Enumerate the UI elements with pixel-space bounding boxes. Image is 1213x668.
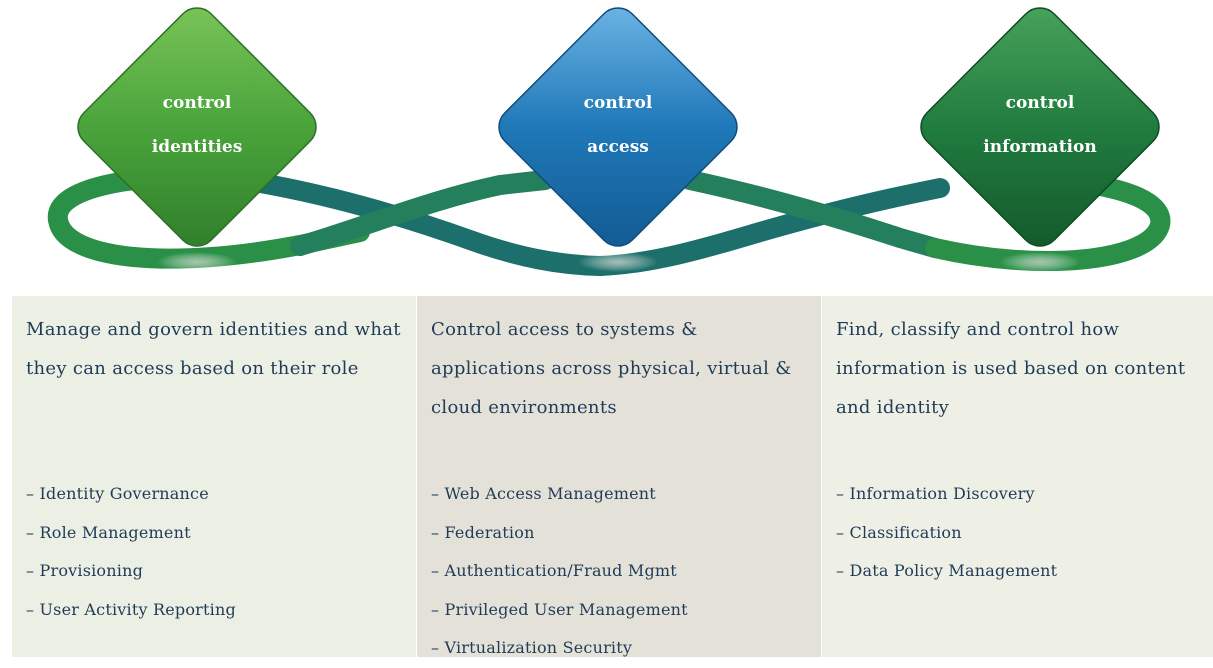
- panel-description: Manage and govern identities and what th…: [26, 319, 401, 379]
- pillar-title-line1: control: [163, 93, 232, 113]
- list-item: Provisioning: [26, 552, 402, 591]
- pillar-title-line2: identities: [152, 137, 243, 157]
- capability-list: Information Discovery Classification Dat…: [836, 475, 1199, 591]
- list-item: Role Management: [26, 514, 402, 553]
- capability-list: Identity Governance Role Management Prov…: [26, 475, 402, 629]
- panel-identities: Manage and govern identities and what th…: [12, 296, 416, 657]
- loop-strand-right-up: [680, 170, 945, 258]
- list-item: Information Discovery: [836, 475, 1199, 514]
- list-item: Virtualization Security: [431, 629, 807, 668]
- diamond-shadow: [1000, 252, 1080, 272]
- panel-information: Find, classify and control how informati…: [822, 296, 1213, 657]
- list-item: Authentication/Fraud Mgmt: [431, 552, 807, 591]
- pillar-title-line2: information: [983, 137, 1096, 157]
- loop-strand-left-up: [290, 170, 555, 256]
- list-item: Data Policy Management: [836, 552, 1199, 591]
- diamond-shadow: [578, 252, 658, 272]
- list-item: Federation: [431, 514, 807, 553]
- diamond-shape: [498, 7, 738, 247]
- panel-description: Control access to systems & applications…: [431, 319, 792, 418]
- pillar-control-access: control access: [498, 7, 738, 247]
- diamond-shape: [77, 7, 317, 247]
- pillar-control-information: control information: [920, 7, 1160, 247]
- capability-list: Web Access Management Federation Authent…: [431, 475, 807, 668]
- list-item: Web Access Management: [431, 475, 807, 514]
- list-item: Identity Governance: [26, 475, 402, 514]
- diamond-shape: [920, 7, 1160, 247]
- pillar-title-line1: control: [584, 93, 653, 113]
- diamond-shadow: [157, 252, 237, 272]
- panel-description: Find, classify and control how informati…: [836, 319, 1186, 418]
- list-item: User Activity Reporting: [26, 591, 402, 630]
- panel-access: Control access to systems & applications…: [417, 296, 821, 657]
- list-item: Classification: [836, 514, 1199, 553]
- three-pillar-loop-diagram: control identities control access contro…: [47, 7, 1171, 276]
- list-item: Privileged User Management: [431, 591, 807, 630]
- pillar-title-line2: access: [587, 137, 649, 157]
- loop-strand-left-down: [245, 172, 610, 276]
- pillar-title-line1: control: [1006, 93, 1075, 113]
- pillar-control-identities: control identities: [77, 7, 317, 247]
